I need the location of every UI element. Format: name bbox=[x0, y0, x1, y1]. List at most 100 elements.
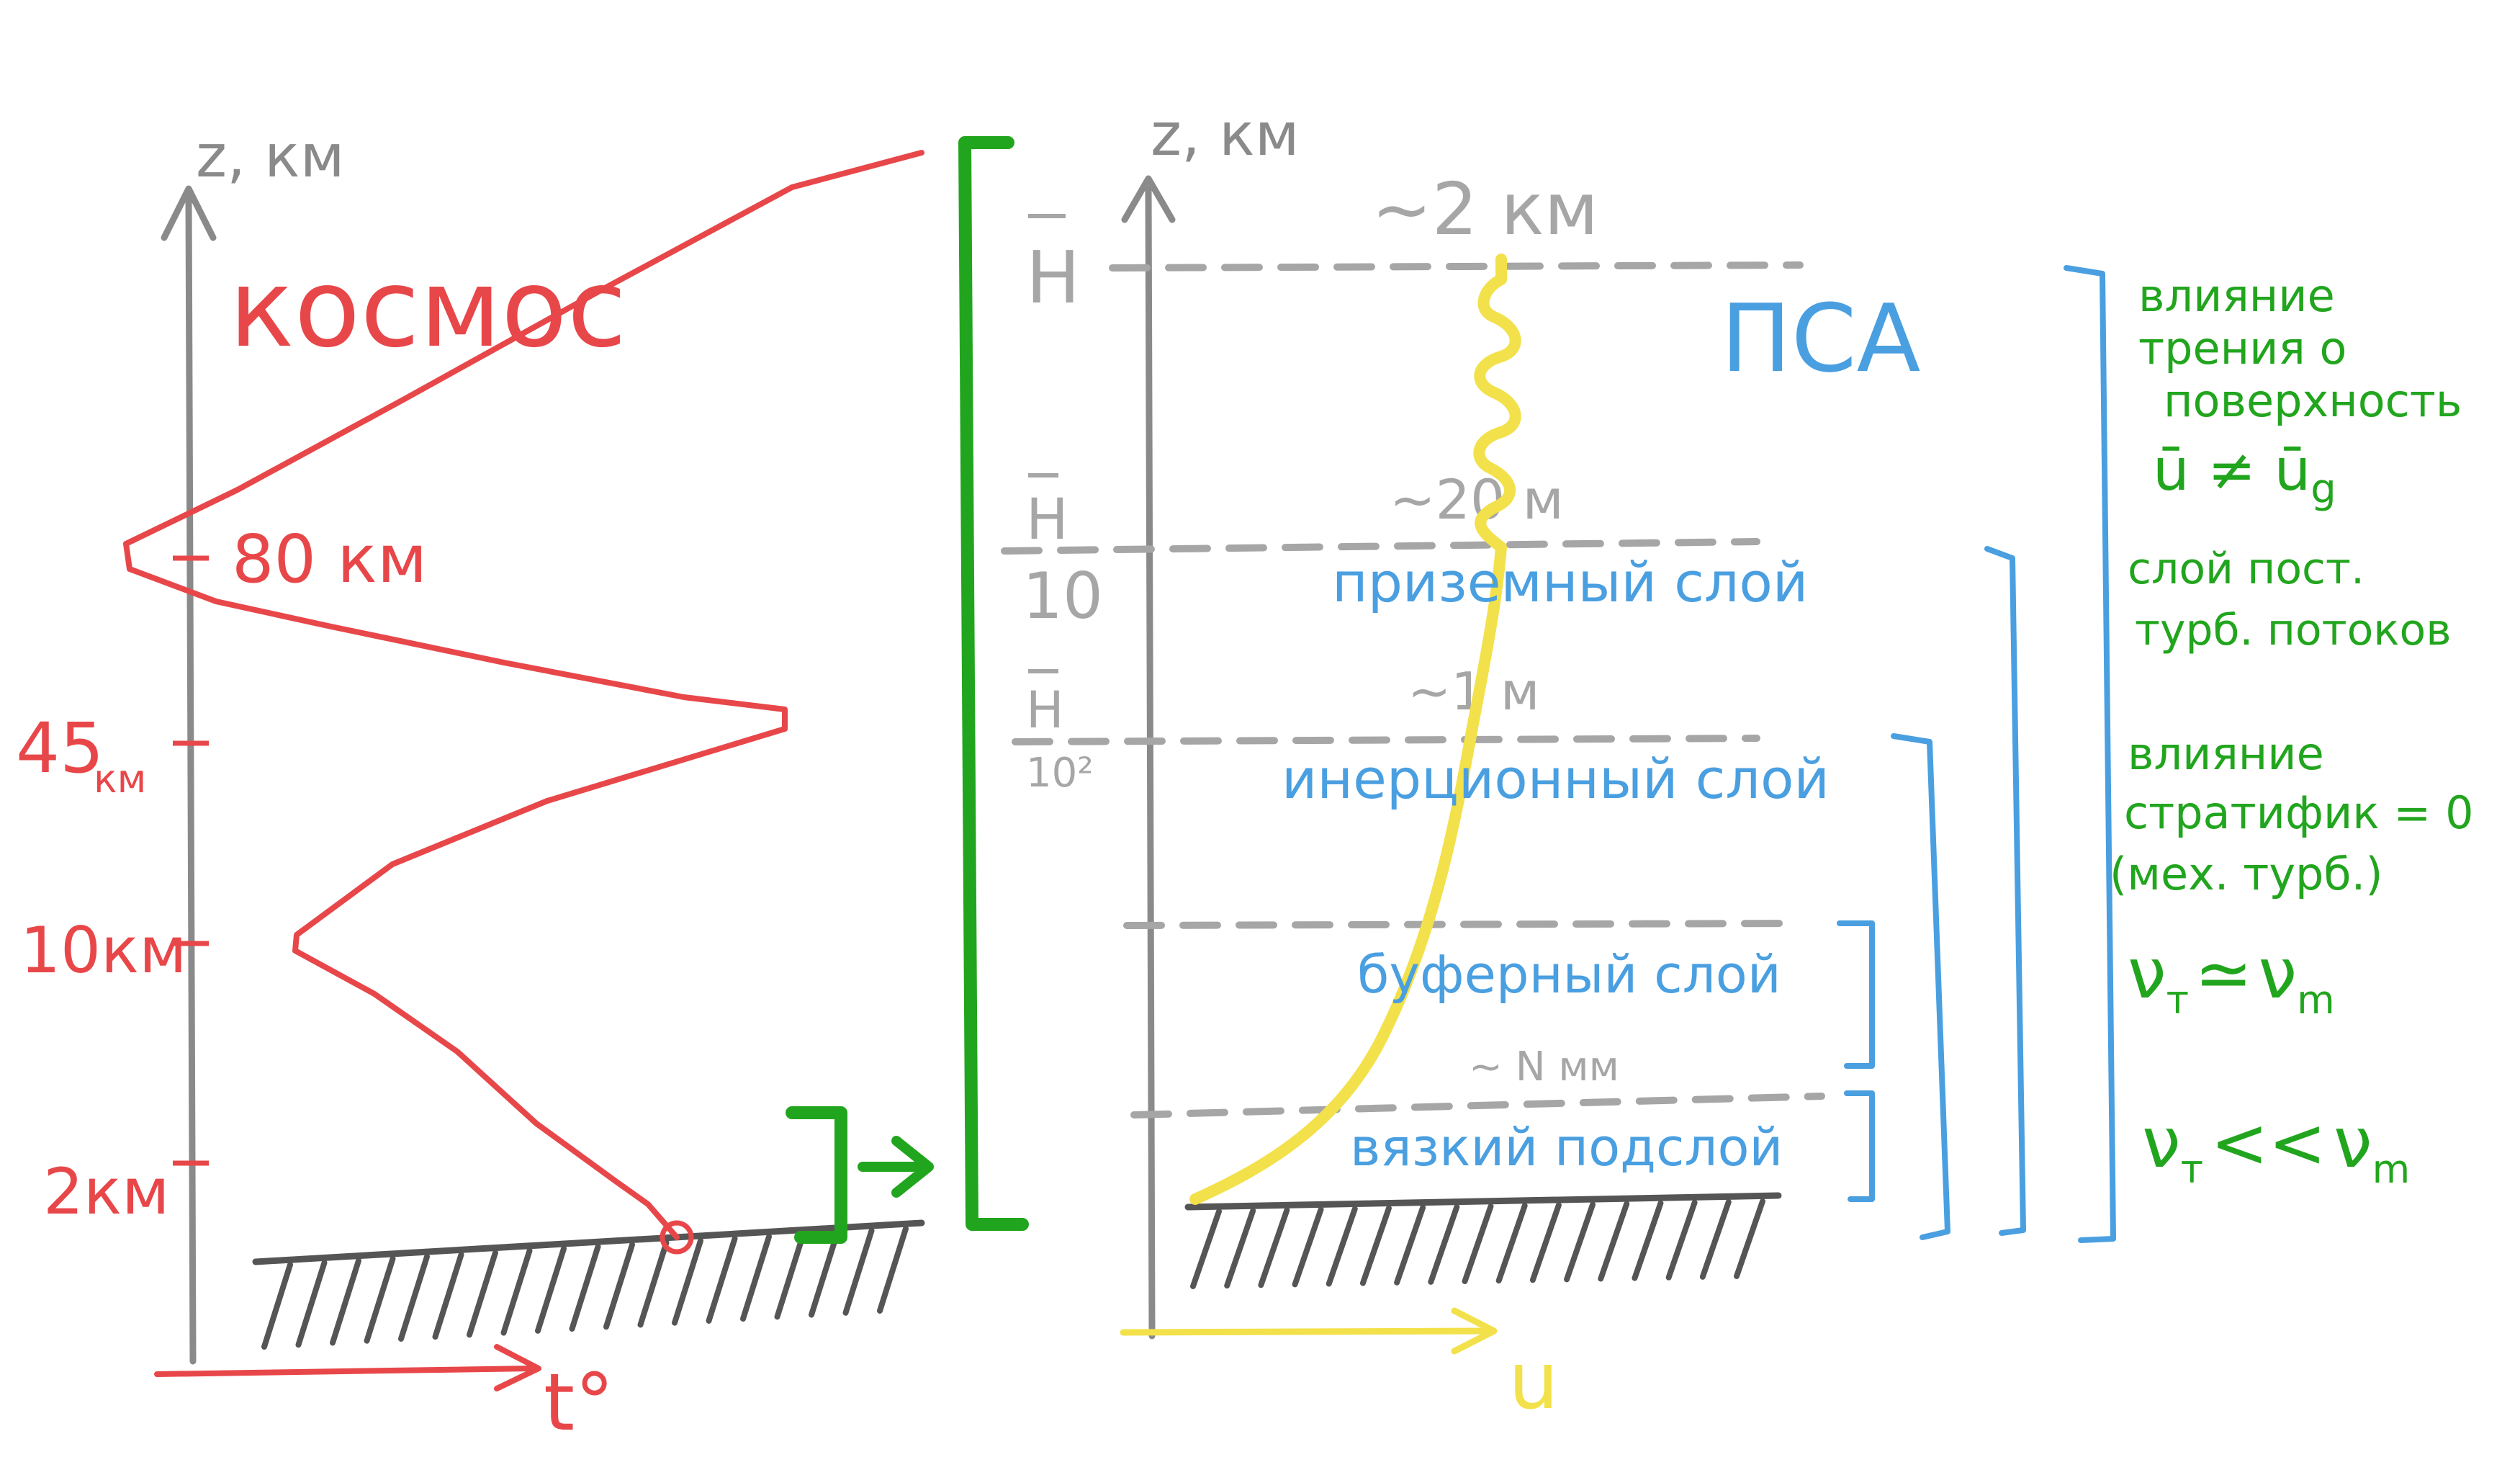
hatch-mark bbox=[1462, 1203, 1494, 1284]
hatch-mark bbox=[809, 1229, 840, 1318]
friction-line-1: влияние bbox=[2138, 269, 2335, 322]
right-u-axis bbox=[1120, 1327, 1494, 1336]
hatch-mark bbox=[500, 1247, 533, 1336]
small-zoom-bracket bbox=[786, 1106, 847, 1244]
label-Nmm-level: ~ N мм bbox=[1469, 1044, 1619, 1090]
hatch-mark bbox=[637, 1239, 670, 1328]
friction-formula: ū ≠ ūg bbox=[2153, 436, 2336, 513]
inertial-layer-label: инерционный слой bbox=[1282, 747, 1830, 811]
left-z-axis bbox=[185, 194, 197, 1365]
hatch-mark bbox=[842, 1227, 875, 1316]
hatch-mark bbox=[1394, 1204, 1426, 1286]
const-flux-line-2: турб. потоков bbox=[2135, 605, 2452, 655]
hatch-mark bbox=[740, 1234, 772, 1322]
hatch-mark bbox=[261, 1262, 293, 1350]
wind-profile bbox=[1189, 254, 1521, 1205]
left-t-axis bbox=[154, 1366, 536, 1377]
friction-line-2: трения о bbox=[2138, 322, 2346, 375]
hatch-mark bbox=[364, 1255, 396, 1344]
right-u-axis-label: u bbox=[1508, 1335, 1559, 1427]
const-flux-line-1: слой пост. bbox=[2128, 544, 2364, 594]
right-u-axis-arrowhead bbox=[1451, 1307, 1498, 1355]
right-ground-hatch bbox=[1190, 1198, 1765, 1289]
nu-approx-sign: ≃ bbox=[2195, 933, 2252, 1014]
hatch-mark bbox=[877, 1226, 909, 1314]
hatch-mark bbox=[1632, 1200, 1664, 1281]
right-chart: z, км u ~2 км ~20 м ~1 м ~ N мм H H 10 bbox=[1001, 101, 2116, 1427]
right-ground-line bbox=[1184, 1192, 1782, 1211]
nu-t-sub-2: т bbox=[2181, 1147, 2203, 1192]
left-ground-line bbox=[252, 1219, 925, 1265]
nu-ll-sign: << bbox=[2210, 1103, 2326, 1183]
hatch-mark bbox=[672, 1237, 703, 1326]
H-100-denominator: 10² bbox=[1026, 750, 1094, 797]
hatch-mark bbox=[467, 1250, 498, 1338]
left-t-axis-arrowhead bbox=[494, 1344, 541, 1391]
hatch-mark bbox=[1665, 1199, 1698, 1281]
nu-approx-relation: νт≃νm bbox=[2128, 933, 2335, 1023]
viscous-sublayer-label: вязкий подслой bbox=[1350, 1117, 1783, 1178]
left-ground-hatch bbox=[261, 1226, 909, 1350]
label-2km-level: ~2 км bbox=[1372, 167, 1598, 251]
space-label: космос bbox=[229, 246, 626, 372]
label-2km: 2км bbox=[43, 1155, 170, 1229]
bracket-viscous bbox=[1844, 1090, 1875, 1202]
temperature-profile bbox=[123, 150, 924, 1240]
hatch-mark bbox=[569, 1244, 601, 1332]
hatch-mark bbox=[1190, 1209, 1222, 1289]
hatch-mark bbox=[1598, 1201, 1630, 1282]
right-z-axis bbox=[1145, 185, 1156, 1340]
left-t-axis-label: t° bbox=[544, 1356, 614, 1448]
H-over-10-label: H 10 bbox=[1022, 473, 1103, 633]
hatch-mark bbox=[1529, 1202, 1562, 1283]
hatch-mark bbox=[1699, 1198, 1732, 1280]
bracket-psa bbox=[2064, 265, 2116, 1243]
left-z-axis-arrowhead bbox=[161, 185, 217, 241]
level-line-H-100 bbox=[1012, 735, 1760, 745]
right-z-axis-label: z, км bbox=[1151, 101, 1300, 169]
surface-layer-label: приземный слой bbox=[1332, 550, 1808, 614]
left-z-axis-label: z, км bbox=[196, 122, 345, 191]
zoom-arrow-head bbox=[891, 1136, 934, 1198]
nu-ll-relation: νт<<νm bbox=[2142, 1103, 2410, 1192]
H-10-numerator: H bbox=[1026, 488, 1068, 552]
hatch-mark bbox=[295, 1260, 328, 1348]
label-45-unit: км bbox=[94, 756, 146, 802]
strat-line-3: (мех. турб.) bbox=[2110, 848, 2383, 900]
nu-m-sub-2: m bbox=[2372, 1147, 2411, 1192]
hatch-mark bbox=[535, 1245, 567, 1334]
nu-t-symbol: ν bbox=[2128, 933, 2166, 1014]
hatch-mark bbox=[774, 1232, 806, 1320]
strat-line-2: стратифик = 0 bbox=[2124, 786, 2474, 839]
H-label: H bbox=[1026, 214, 1080, 320]
level-line-viscous-top bbox=[1130, 1093, 1825, 1118]
right-z-axis-arrowhead bbox=[1121, 175, 1176, 223]
H-10-denominator: 10 bbox=[1022, 559, 1103, 633]
hatch-mark bbox=[1359, 1205, 1392, 1286]
hatch-mark bbox=[398, 1253, 430, 1342]
buffer-layer-label: буферный слой bbox=[1357, 944, 1781, 1005]
friction-line-3: поверхность bbox=[2164, 375, 2462, 427]
label-80km: 80 км bbox=[232, 521, 427, 598]
hatch-mark bbox=[1258, 1207, 1290, 1288]
H-over-100-label: H 10² bbox=[1026, 669, 1094, 797]
nu-m-symbol-2: ν bbox=[2334, 1103, 2372, 1183]
hatch-mark bbox=[603, 1242, 635, 1330]
hatch-mark bbox=[1734, 1198, 1765, 1279]
bracket-buffer bbox=[1837, 920, 1875, 1069]
label-10km: 10км bbox=[20, 913, 187, 987]
annotations: влияние трения о поверхность ū ≠ ūg слой… bbox=[2110, 269, 2474, 1192]
level-line-H bbox=[1109, 261, 1804, 272]
nu-m-sub: m bbox=[2297, 977, 2335, 1023]
label-45: 45 bbox=[16, 708, 104, 789]
hatch-mark bbox=[706, 1235, 738, 1324]
nu-m-symbol: ν bbox=[2259, 933, 2298, 1014]
H-symbol: H bbox=[1026, 236, 1080, 320]
hatch-mark bbox=[1428, 1203, 1460, 1285]
hatch-mark bbox=[1495, 1203, 1528, 1284]
friction-formula-sub: g bbox=[2310, 466, 2336, 513]
bracket-inertial bbox=[1891, 733, 1950, 1240]
psa-label: ПСА bbox=[1721, 284, 1920, 393]
hatch-mark bbox=[1292, 1206, 1324, 1288]
